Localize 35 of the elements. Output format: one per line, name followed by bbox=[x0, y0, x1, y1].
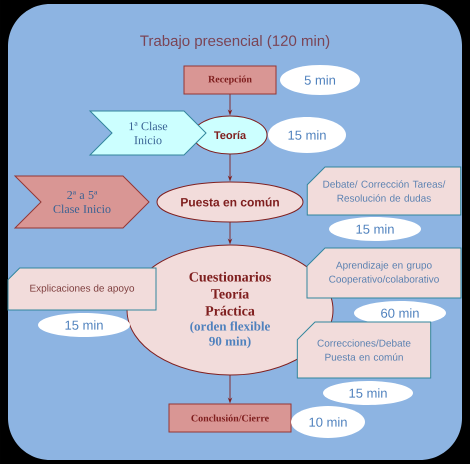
time-oval bbox=[280, 65, 360, 95]
node-label: 60 min bbox=[381, 308, 419, 318]
time-oval bbox=[323, 381, 413, 405]
node-label: 2ª a 5ª Clase Inicio bbox=[54, 190, 111, 214]
node-label: 5 min bbox=[304, 75, 336, 85]
node-label: 15 min bbox=[288, 130, 326, 140]
title: Trabajo presencial (120 min) bbox=[140, 35, 330, 49]
node-label: Recepción bbox=[208, 75, 252, 85]
pentagon-tag bbox=[88, 110, 207, 156]
node-label: (orden flexible 90 min) bbox=[190, 321, 270, 348]
node-label: 10 min bbox=[309, 417, 347, 427]
node-label: 1ª Clase Inicio bbox=[129, 122, 168, 144]
banner-shape bbox=[168, 404, 292, 432]
node-label: Cuestionarios Teoría Práctica bbox=[189, 272, 271, 316]
node-label: Teoría bbox=[214, 130, 246, 140]
node-label: Conclusión/Cierre bbox=[191, 414, 269, 422]
pentagon-tag bbox=[14, 176, 150, 228]
node-label: Explicaciones de apoyo bbox=[30, 284, 134, 294]
node-label: 15 min bbox=[65, 320, 103, 330]
time-oval bbox=[38, 313, 130, 337]
node-label: Puesta en común bbox=[181, 198, 279, 206]
banner-shape bbox=[184, 66, 276, 94]
note-box bbox=[8, 268, 156, 310]
time-oval bbox=[268, 117, 346, 153]
process-ellipse bbox=[156, 182, 304, 222]
note-box bbox=[306, 166, 462, 216]
time-oval bbox=[329, 217, 421, 241]
node-label: Aprendizaje en grupo Cooperativo/colaborativo bbox=[329, 261, 439, 285]
node-label: 15 min bbox=[356, 224, 394, 234]
note-box bbox=[306, 248, 462, 298]
node-label: 15 min bbox=[349, 388, 387, 398]
time-oval bbox=[291, 406, 365, 438]
node-label: Debate/ Corrección Tareas/ Resolución de dudas bbox=[323, 180, 446, 202]
note-box bbox=[296, 322, 432, 378]
node-label: Correcciones/Debate Puesta en común bbox=[318, 339, 410, 361]
